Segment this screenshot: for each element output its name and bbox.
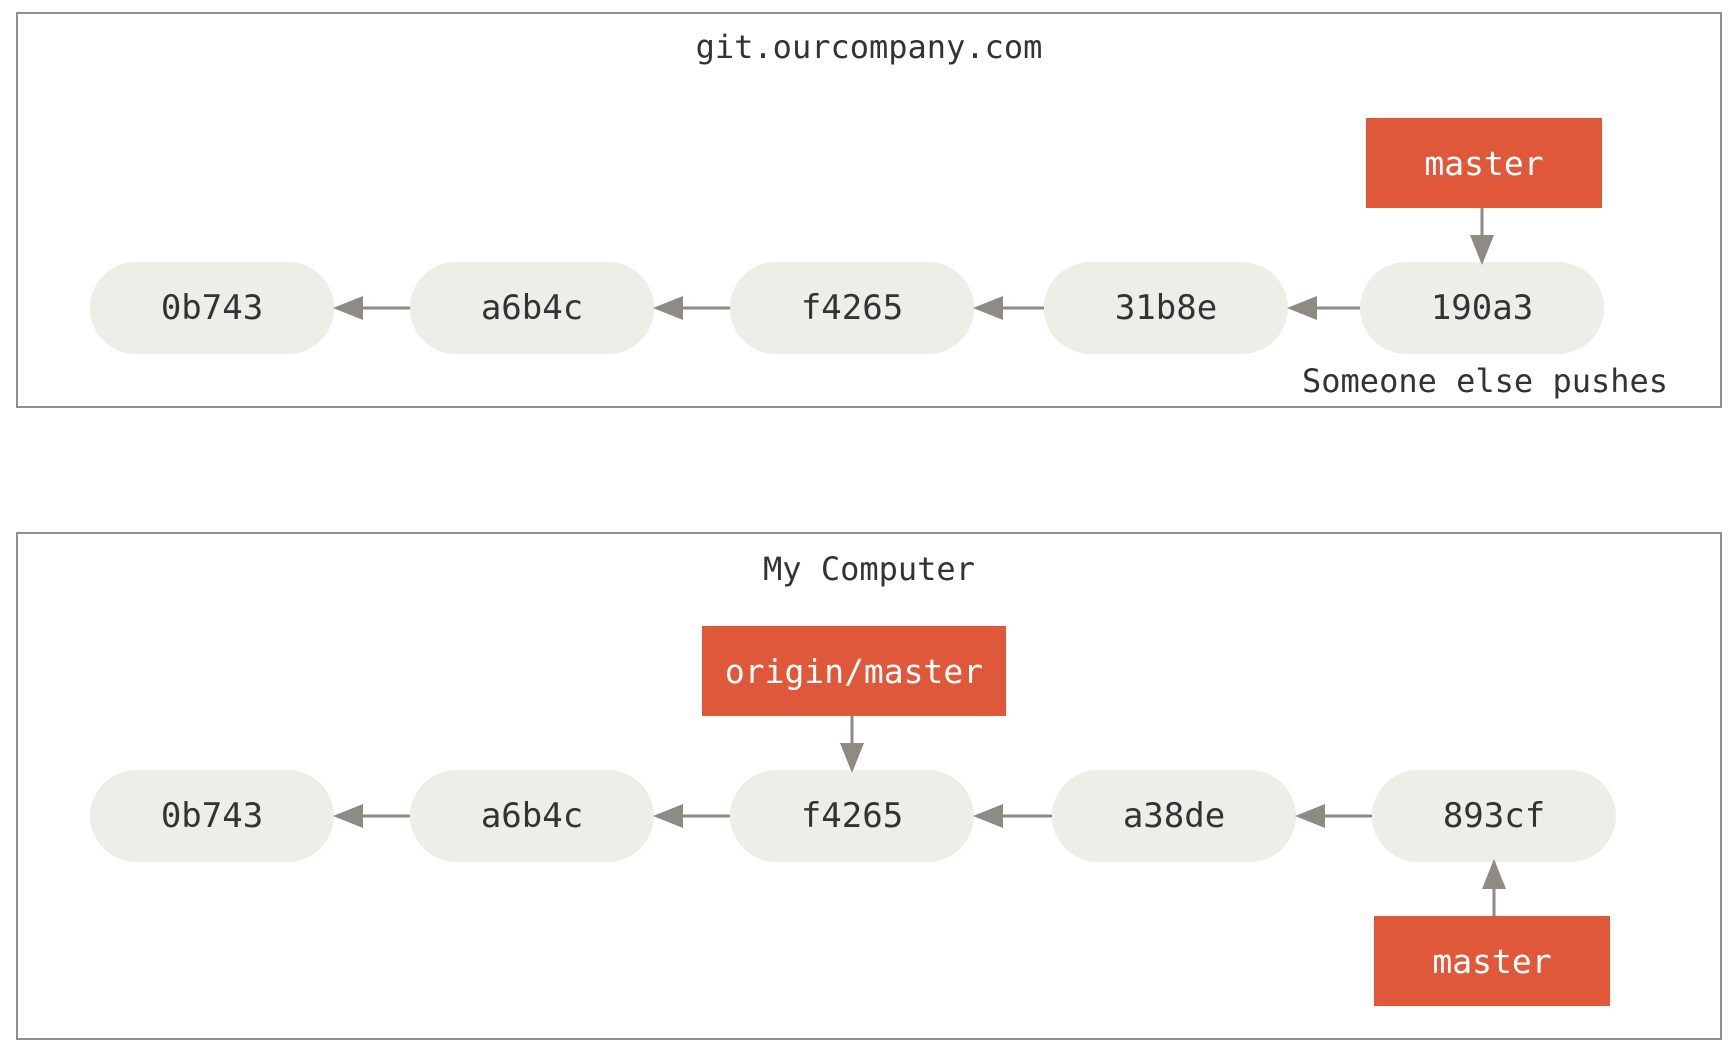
- local-master-branch-label: master: [1374, 916, 1610, 1006]
- local-commit-a6b4c: a6b4c: [410, 770, 654, 862]
- origin-master-branch-label: origin/master: [702, 626, 1006, 716]
- remote-commit-190a3: 190a3: [1360, 262, 1604, 354]
- remote-commit-f4265: f4265: [730, 262, 974, 354]
- local-commit-a38de: a38de: [1052, 770, 1296, 862]
- remote-commit-0b743: 0b743: [90, 262, 334, 354]
- local-commit-893cf: 893cf: [1372, 770, 1616, 862]
- remote-repo-title: git.ourcompany.com: [695, 28, 1043, 66]
- remote-commit-31b8e: 31b8e: [1044, 262, 1288, 354]
- local-commit-f4265: f4265: [730, 770, 974, 862]
- local-repo-title: My Computer: [763, 550, 975, 588]
- remote-commit-a6b4c: a6b4c: [410, 262, 654, 354]
- someone-else-pushes-note: Someone else pushes: [1302, 362, 1669, 400]
- remote-master-branch-label: master: [1366, 118, 1602, 208]
- local-commit-0b743: 0b743: [90, 770, 334, 862]
